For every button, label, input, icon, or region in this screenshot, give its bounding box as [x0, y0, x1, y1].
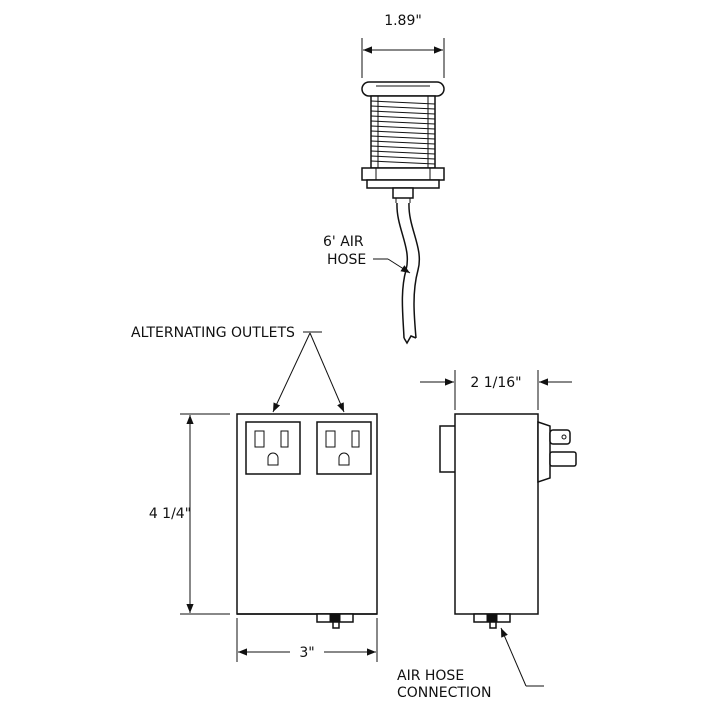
- side-housing: [454, 413, 539, 615]
- button-cap: [361, 81, 445, 97]
- front-air-connection: [316, 613, 354, 629]
- plug-base: [537, 420, 551, 484]
- thread-line: [370, 110, 436, 115]
- depth-label: 2 1/16": [470, 375, 521, 391]
- alternating-outlets-callout: ALTERNATING OUTLETS: [131, 325, 345, 413]
- side-view: 2 1/16": [420, 370, 577, 629]
- thread-line: [370, 100, 436, 105]
- side-air-connection: [473, 613, 511, 629]
- air-hose-connection-callout: AIR HOSE CONNECTION: [397, 627, 544, 701]
- width-dimension: 3": [236, 618, 378, 662]
- washer: [366, 179, 440, 189]
- air-hose-connection-label-line2: CONNECTION: [397, 685, 492, 701]
- button-width-label: 1.89": [384, 13, 422, 29]
- hose-fitting: [392, 187, 414, 199]
- width-label: 3": [299, 645, 314, 661]
- depth-dimension: 2 1/16": [420, 370, 572, 410]
- right-outlet: [316, 421, 372, 475]
- button-width-dimension: 1.89": [361, 13, 445, 78]
- thread-line: [370, 140, 436, 145]
- thread-line: [370, 130, 436, 135]
- alternating-outlets-label: ALTERNATING OUTLETS: [131, 325, 295, 341]
- air-hose-connection-label-line1: AIR HOSE: [397, 668, 464, 684]
- height-label: 4 1/4": [149, 506, 191, 522]
- thread-line: [370, 115, 436, 120]
- air-hose-label-line1: 6' AIR: [323, 234, 364, 250]
- thread-line: [370, 160, 436, 165]
- thread-line: [370, 155, 436, 160]
- air-hose-callout: 6' AIR HOSE: [323, 234, 411, 274]
- wall-plug: [537, 420, 577, 484]
- left-outlet-plate: [245, 421, 301, 475]
- thread-line: [370, 150, 436, 155]
- right-outlet-ground: [338, 452, 350, 466]
- mounting-nut: [361, 167, 445, 181]
- right-outlet-slot-neutral: [325, 430, 336, 448]
- left-outlet-ground: [267, 452, 279, 466]
- right-outlet-slot-hot: [351, 430, 360, 448]
- air-switch-button: 1.89": [361, 13, 445, 345]
- air-hose-label-line2: HOSE: [327, 252, 366, 268]
- thread-line: [370, 120, 436, 125]
- thread-lines: [370, 100, 436, 165]
- left-outlet-slot-hot: [280, 430, 289, 448]
- right-outlet-plate: [316, 421, 372, 475]
- thread-line: [370, 105, 436, 110]
- left-outlet-slot-neutral: [254, 430, 265, 448]
- thread-line: [370, 125, 436, 130]
- thread-line: [370, 145, 436, 150]
- thread-line: [370, 135, 436, 140]
- plug-prong-bottom: [549, 451, 577, 467]
- front-view: 4 1/4" 3": [149, 413, 378, 662]
- plug-prong-top: [549, 429, 571, 445]
- height-dimension: 4 1/4": [149, 413, 230, 615]
- side-outlet-face: [439, 425, 457, 473]
- left-outlet: [245, 421, 301, 475]
